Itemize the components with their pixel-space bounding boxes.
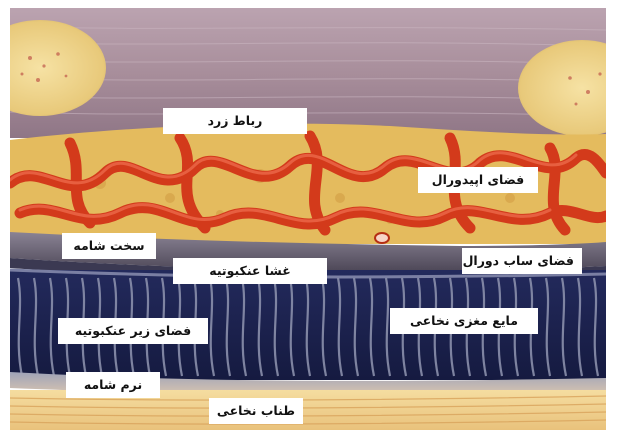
- label-ligamentum-flavum: رباط زرد: [163, 108, 307, 134]
- label-dura-mater: سخت شامه: [62, 233, 156, 259]
- label-spinal-cord: طناب نخاعی: [209, 398, 303, 424]
- label-epidural-space: فضای اپیدورال: [418, 167, 538, 193]
- label-subarachnoid-space: فضای زیر عنکبوتیه: [58, 318, 208, 344]
- label-pia-mater: نرم شامه: [66, 372, 160, 398]
- label-csf: مایع مغزی نخاعی: [390, 308, 538, 334]
- label-subdural-space: فضای ساب دورال: [462, 248, 582, 274]
- label-arachnoid: غشا عنکبوتیه: [173, 258, 327, 284]
- spinal-meninges-illustration: رباط زرد فضای اپیدورال سخت شامه فضای ساب…: [10, 8, 606, 430]
